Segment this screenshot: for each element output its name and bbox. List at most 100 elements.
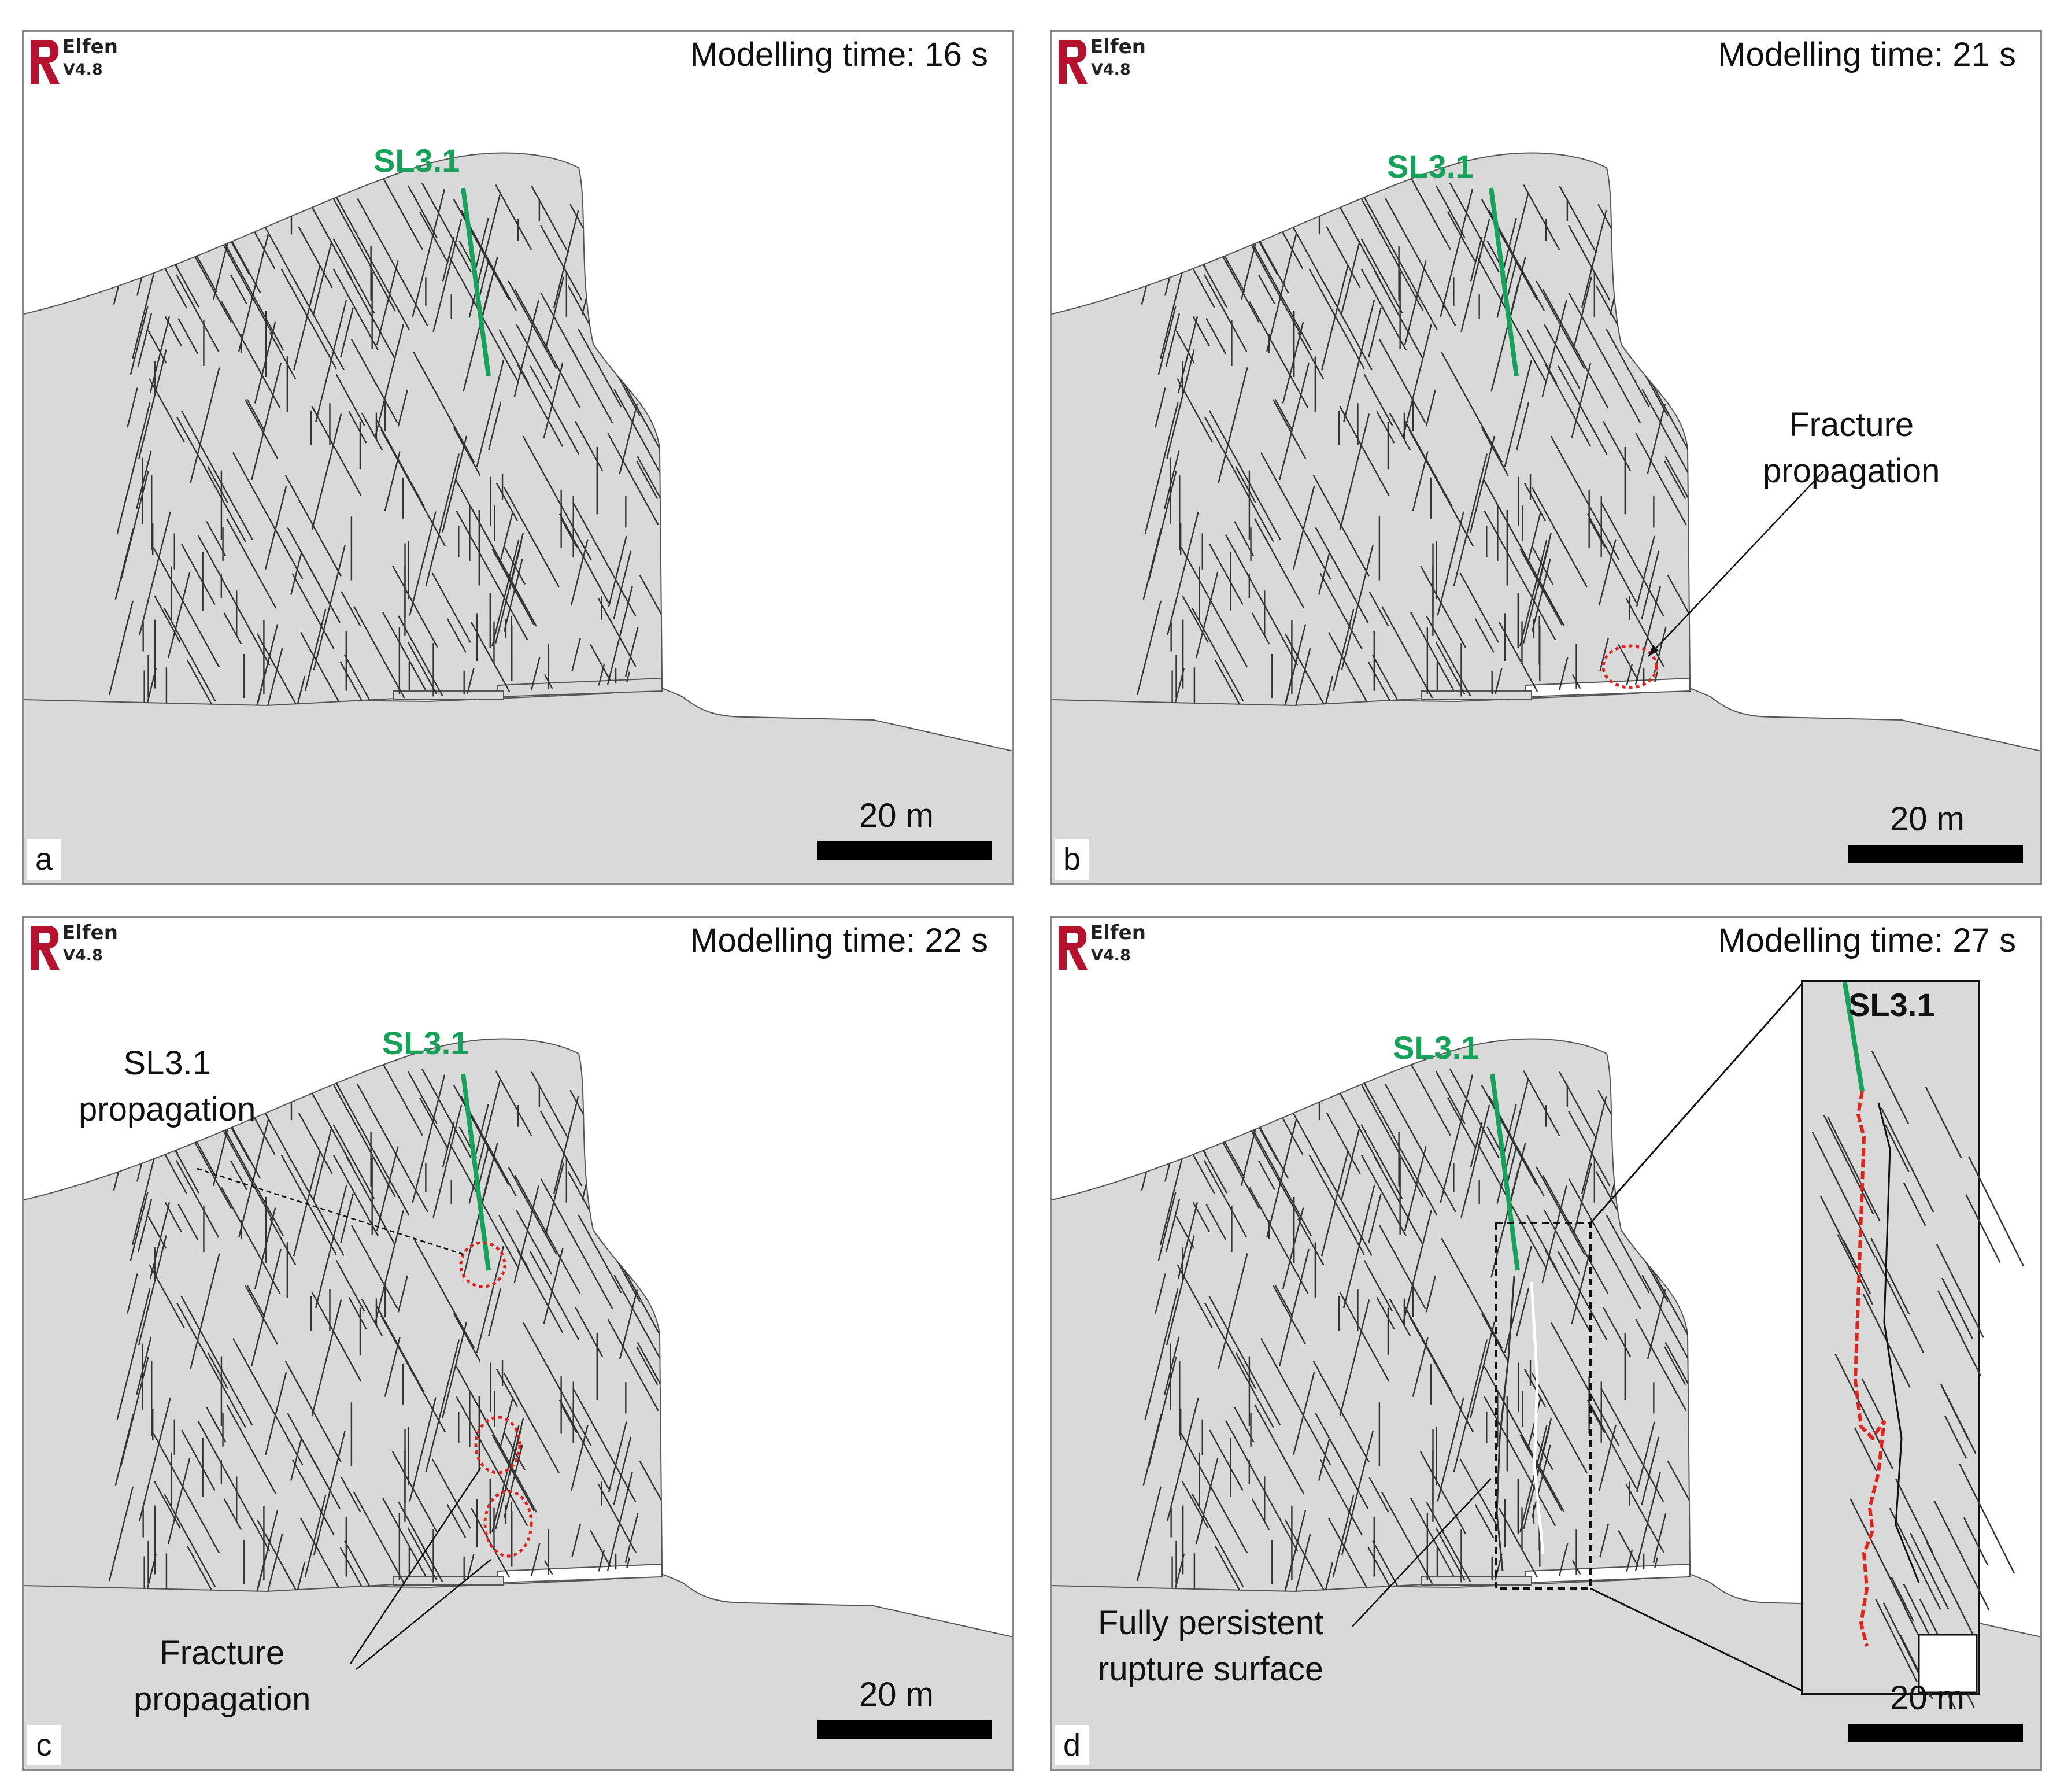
joint-trace: [1426, 1501, 1499, 1592]
annotation-line: propagation: [134, 1680, 311, 1718]
joint-trace: [145, 667, 157, 706]
joint-trace: [1587, 513, 1637, 604]
joint-trace: [503, 1444, 523, 1518]
joint-trace: [491, 548, 535, 626]
joint-trace: [516, 1210, 553, 1275]
joint-trace: [1322, 1561, 1334, 1592]
joint-trace: [453, 1085, 510, 1186]
joint-trace: [1374, 1157, 1423, 1244]
joint-trace: [608, 1421, 627, 1493]
joint-trace: [1367, 1547, 1418, 1592]
annotation-line: Fully persistent: [1098, 1604, 1324, 1642]
joint-trace: [153, 1432, 220, 1554]
joint-trace: [1359, 1080, 1424, 1198]
joint-trace: [1195, 1458, 1219, 1545]
sl-label: SL3.1: [1387, 148, 1474, 184]
joint-trace: [137, 1198, 153, 1253]
joint-trace: [332, 238, 375, 314]
joint-trace: [628, 349, 641, 392]
joint-trace: [1641, 1436, 1660, 1506]
joint-trace: [315, 1185, 347, 1309]
joint-trace: [1449, 182, 1500, 273]
joint-trace: [1157, 306, 1177, 375]
sl-label: SL3.1: [1393, 1029, 1479, 1066]
joint-trace: [1474, 618, 1495, 653]
elfen-logo-mark: [31, 40, 60, 84]
joint-trace: [531, 1071, 569, 1140]
joint-trace: [350, 338, 398, 423]
joint-trace: [340, 308, 354, 357]
joint-trace: [1408, 1316, 1474, 1433]
joint-trace: [431, 572, 471, 643]
joint-trace: [1203, 274, 1248, 352]
joint-trace: [254, 648, 283, 706]
joint-trace: [639, 1460, 662, 1587]
joint-trace: [1225, 534, 1299, 666]
inset-joint-trace: [1885, 1125, 1910, 1173]
joint-trace: [197, 534, 271, 666]
panel-a: Elfen V4.8 Modelling time: 16 s SL3.1 20…: [22, 30, 1014, 885]
joint-trace: [597, 1483, 637, 1553]
joint-trace: [503, 1373, 560, 1473]
joint-trace: [1412, 1337, 1429, 1397]
joint-trace: [1172, 1553, 1185, 1592]
joint-trace: [1136, 600, 1162, 696]
joint-trace: [636, 460, 659, 500]
joint-trace: [108, 1486, 134, 1582]
joint-trace: [291, 572, 335, 650]
logo-name: Elfen: [62, 35, 118, 58]
joint-trace: [176, 1302, 247, 1428]
joint-trace: [1470, 237, 1483, 282]
joint-trace: [120, 1356, 149, 1467]
joint-trace: [384, 1337, 401, 1397]
inset-joint-trace: [1875, 1257, 1924, 1353]
joint-trace: [407, 185, 438, 238]
joint-trace: [138, 1235, 167, 1346]
joint-trace: [175, 274, 220, 352]
joint-trace: [181, 1429, 216, 1491]
joint-trace: [442, 435, 468, 533]
joint-trace: [1181, 546, 1248, 668]
joint-trace: [298, 226, 333, 289]
joint-trace: [335, 1260, 365, 1312]
joint-trace: [315, 299, 347, 423]
joint-trace: [543, 1560, 589, 1592]
sl-structure-line: [461, 1073, 491, 1271]
joint-trace: [280, 268, 337, 370]
joint-trace: [1209, 1429, 1244, 1491]
joint-trace: [468, 503, 537, 627]
joint-trace: [1376, 1296, 1395, 1329]
joint-trace: [1292, 1371, 1315, 1456]
joint-trace: [1308, 268, 1365, 370]
joint-trace: [1361, 269, 1407, 350]
joint-trace: [1216, 1131, 1260, 1209]
inset-joint-trace: [1944, 1416, 1967, 1459]
fracture-circle: [483, 1490, 533, 1558]
inset-joint-trace: [1827, 1117, 1881, 1222]
joint-trace: [136, 1336, 152, 1395]
joint-trace: [1260, 1338, 1331, 1466]
joint-trace: [571, 1524, 581, 1558]
joint-trace: [560, 518, 578, 548]
joint-trace: [1519, 548, 1563, 626]
joint-trace: [294, 675, 306, 706]
joint-trace: [374, 323, 405, 438]
joint-trace: [446, 618, 467, 653]
joint-trace: [1599, 539, 1617, 605]
joint-trace: [154, 1481, 181, 1529]
base-block: [1421, 1576, 1532, 1586]
joint-trace: [407, 1527, 438, 1581]
joint-trace: [1279, 363, 1310, 481]
joint-trace: [1165, 1198, 1181, 1253]
sl-structure-line: [1489, 187, 1519, 376]
logo-name: Elfen: [1090, 921, 1146, 944]
joint-trace: [1667, 574, 1690, 701]
joint-trace: [446, 1554, 475, 1592]
joint-trace: [1408, 430, 1474, 547]
joint-trace: [1460, 1104, 1490, 1218]
joint-trace: [1538, 657, 1569, 706]
inset-joint-trace: [1870, 1237, 1910, 1315]
joint-trace: [116, 402, 151, 534]
joint-trace: [407, 1071, 438, 1124]
joint-trace: [1588, 518, 1606, 548]
